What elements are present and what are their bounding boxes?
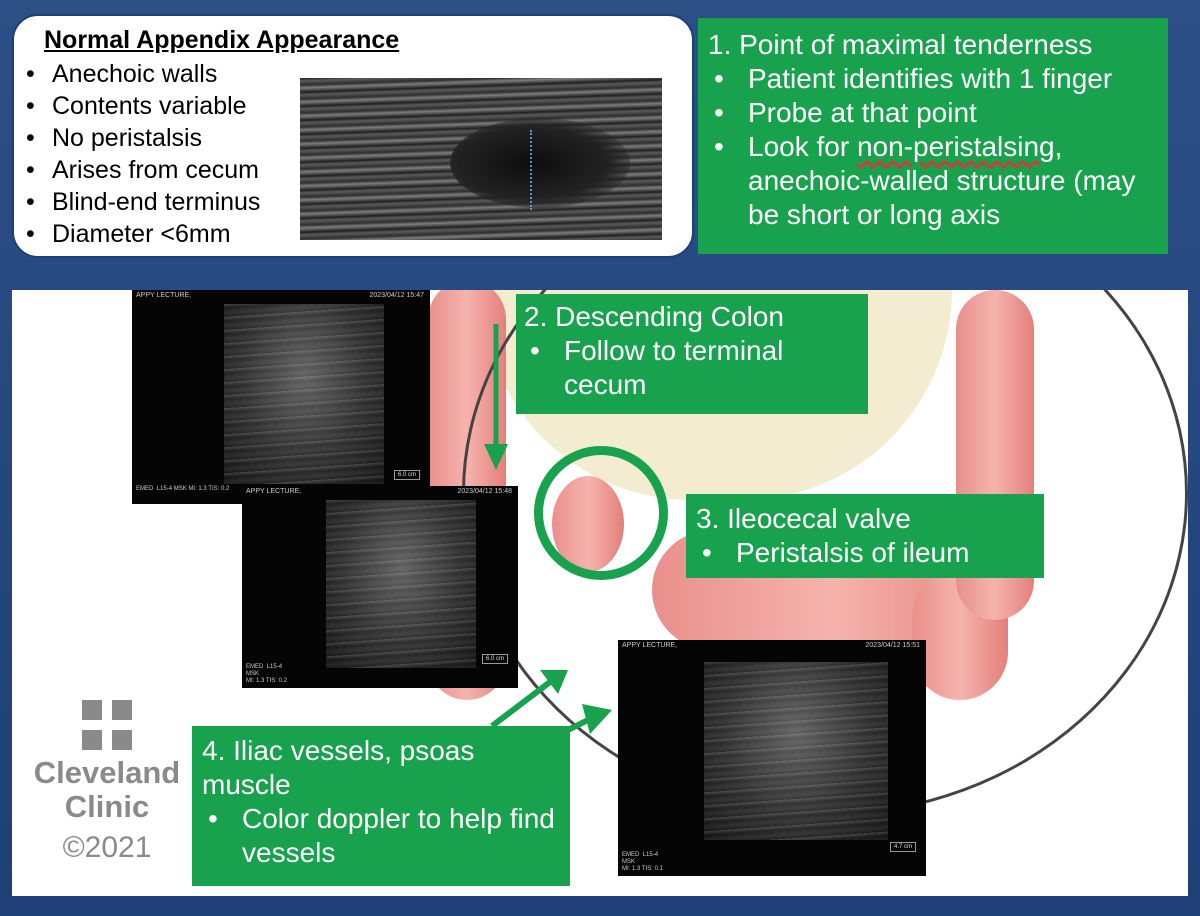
screen-footer: EMED L15-4 MSK MI: 1.3 TIS: 0.1 bbox=[622, 852, 663, 873]
depth-label: 6.0 cm bbox=[393, 470, 420, 480]
logo-copyright: ©2021 bbox=[62, 831, 152, 864]
depth-label: 6.0 cm bbox=[481, 654, 508, 664]
preset-label: MSK bbox=[173, 486, 187, 492]
list-item: Color doppler to help find vessels bbox=[202, 802, 560, 870]
mi-tis-label: MI: 1.3 TIS: 0.2 bbox=[246, 678, 287, 684]
normal-appendix-panel: Normal Appendix Appearance Anechoic wall… bbox=[12, 14, 694, 258]
step1-heading: 1. Point of maximal tenderness bbox=[708, 29, 1093, 60]
screen-date: 2023/04/12 15:47 bbox=[369, 292, 425, 299]
diameter-caliper bbox=[530, 130, 532, 210]
screen-header: APPY LECTURE, bbox=[136, 292, 192, 299]
depth-label: 4.7 cm bbox=[889, 842, 916, 852]
ultrasound-image bbox=[704, 662, 888, 840]
ultrasound-image bbox=[326, 500, 476, 668]
site-label: EMED bbox=[622, 852, 640, 858]
screen-footer: EMED L15-4 MSK MI: 1.3 TIS: 0.2 bbox=[246, 664, 287, 685]
probe-label: L15-4 bbox=[266, 664, 283, 670]
list-item: Contents variable bbox=[18, 90, 260, 122]
ultrasound-screen-3: APPY LECTURE, 2023/04/12 15:51 4.7 cm EM… bbox=[618, 640, 926, 876]
list-item: Probe at that point bbox=[708, 96, 1158, 130]
screen-header: APPY LECTURE, bbox=[246, 488, 302, 495]
site-label: EMED bbox=[246, 664, 264, 670]
preset-label: MSK bbox=[622, 859, 636, 865]
screen-header: APPY LECTURE, bbox=[622, 642, 678, 649]
list-item: Diameter <6mm bbox=[18, 218, 260, 250]
step2-heading: 2. Descending Colon bbox=[524, 301, 784, 332]
arrow-to-screen-3 bbox=[566, 704, 612, 734]
screen-date: 2023/04/12 15:51 bbox=[865, 642, 921, 649]
underlined-term: non-peristalsing bbox=[856, 131, 1055, 162]
ultrasound-screen-1: APPY LECTURE, 2023/04/12 15:47 6.0 cm bbox=[132, 290, 430, 504]
appendix-lumen bbox=[450, 118, 630, 208]
logo-text-cleveland: Cleveland bbox=[33, 755, 181, 790]
logo-text-clinic: Clinic bbox=[64, 789, 150, 824]
arrows-layer bbox=[484, 324, 612, 734]
arrow-to-screen-2 bbox=[490, 670, 568, 729]
list-item: Blind-end terminus bbox=[18, 186, 260, 218]
appendix-ultrasound-image bbox=[300, 78, 662, 240]
step2-callout: 2. Descending Colon Follow to terminal c… bbox=[516, 294, 868, 414]
step3-heading: 3. Ileocecal valve bbox=[696, 503, 911, 534]
step4-callout: 4. Iliac vessels, psoas muscle Color dop… bbox=[192, 726, 570, 886]
ultrasound-image bbox=[224, 304, 384, 484]
list-item: Arises from cecum bbox=[18, 154, 260, 186]
step4-heading: 4. Iliac vessels, psoas muscle bbox=[202, 735, 475, 800]
normal-appendix-title: Normal Appendix Appearance bbox=[44, 26, 400, 54]
text-fragment: , anechoic-walled structure (may be shor… bbox=[748, 131, 1136, 230]
normal-appendix-list: Anechoic walls Contents variable No peri… bbox=[18, 58, 260, 250]
list-item: Anechoic walls bbox=[18, 58, 260, 90]
list-item: Follow to terminal cecum bbox=[524, 334, 860, 402]
cleveland-clinic-mark-icon bbox=[82, 700, 132, 750]
list-item: Look for non-peristalsing, anechoic-wall… bbox=[708, 130, 1158, 232]
list-item: Patient identifies with 1 finger bbox=[708, 62, 1158, 96]
step1-callout: 1. Point of maximal tenderness Patient i… bbox=[698, 18, 1168, 254]
probe-label: L15-4 bbox=[642, 852, 659, 858]
list-item: No peristalsis bbox=[18, 122, 260, 154]
main-diagram-area: APPY LECTURE, 2023/04/12 15:47 6.0 cm AP… bbox=[12, 290, 1188, 896]
text-fragment: Look for bbox=[748, 131, 857, 162]
ileocecal-valve-circle bbox=[534, 446, 668, 580]
screen-date: 2023/04/12 15:48 bbox=[457, 488, 513, 495]
list-item: Peristalsis of ileum bbox=[696, 536, 1034, 570]
arrow-to-cecum bbox=[484, 324, 508, 470]
ultrasound-screen-2: APPY LECTURE, 2023/04/12 15:48 6.0 cm EM… bbox=[242, 486, 518, 688]
site-label: EMED bbox=[136, 486, 154, 492]
mi-tis-label: MI: 1.3 TIS: 0.2 bbox=[188, 486, 230, 492]
screen-footer: EMED L15-4 MSK MI: 1.3 TIS: 0.2 bbox=[136, 486, 229, 493]
cleveland-clinic-logo: Cleveland Clinic ©2021 bbox=[32, 700, 182, 868]
mi-tis-label: MI: 1.3 TIS: 0.1 bbox=[622, 866, 663, 872]
probe-label: L15-4 bbox=[156, 486, 173, 492]
preset-label: MSK bbox=[246, 671, 260, 677]
step3-callout: 3. Ileocecal valve Peristalsis of ileum bbox=[686, 494, 1044, 578]
